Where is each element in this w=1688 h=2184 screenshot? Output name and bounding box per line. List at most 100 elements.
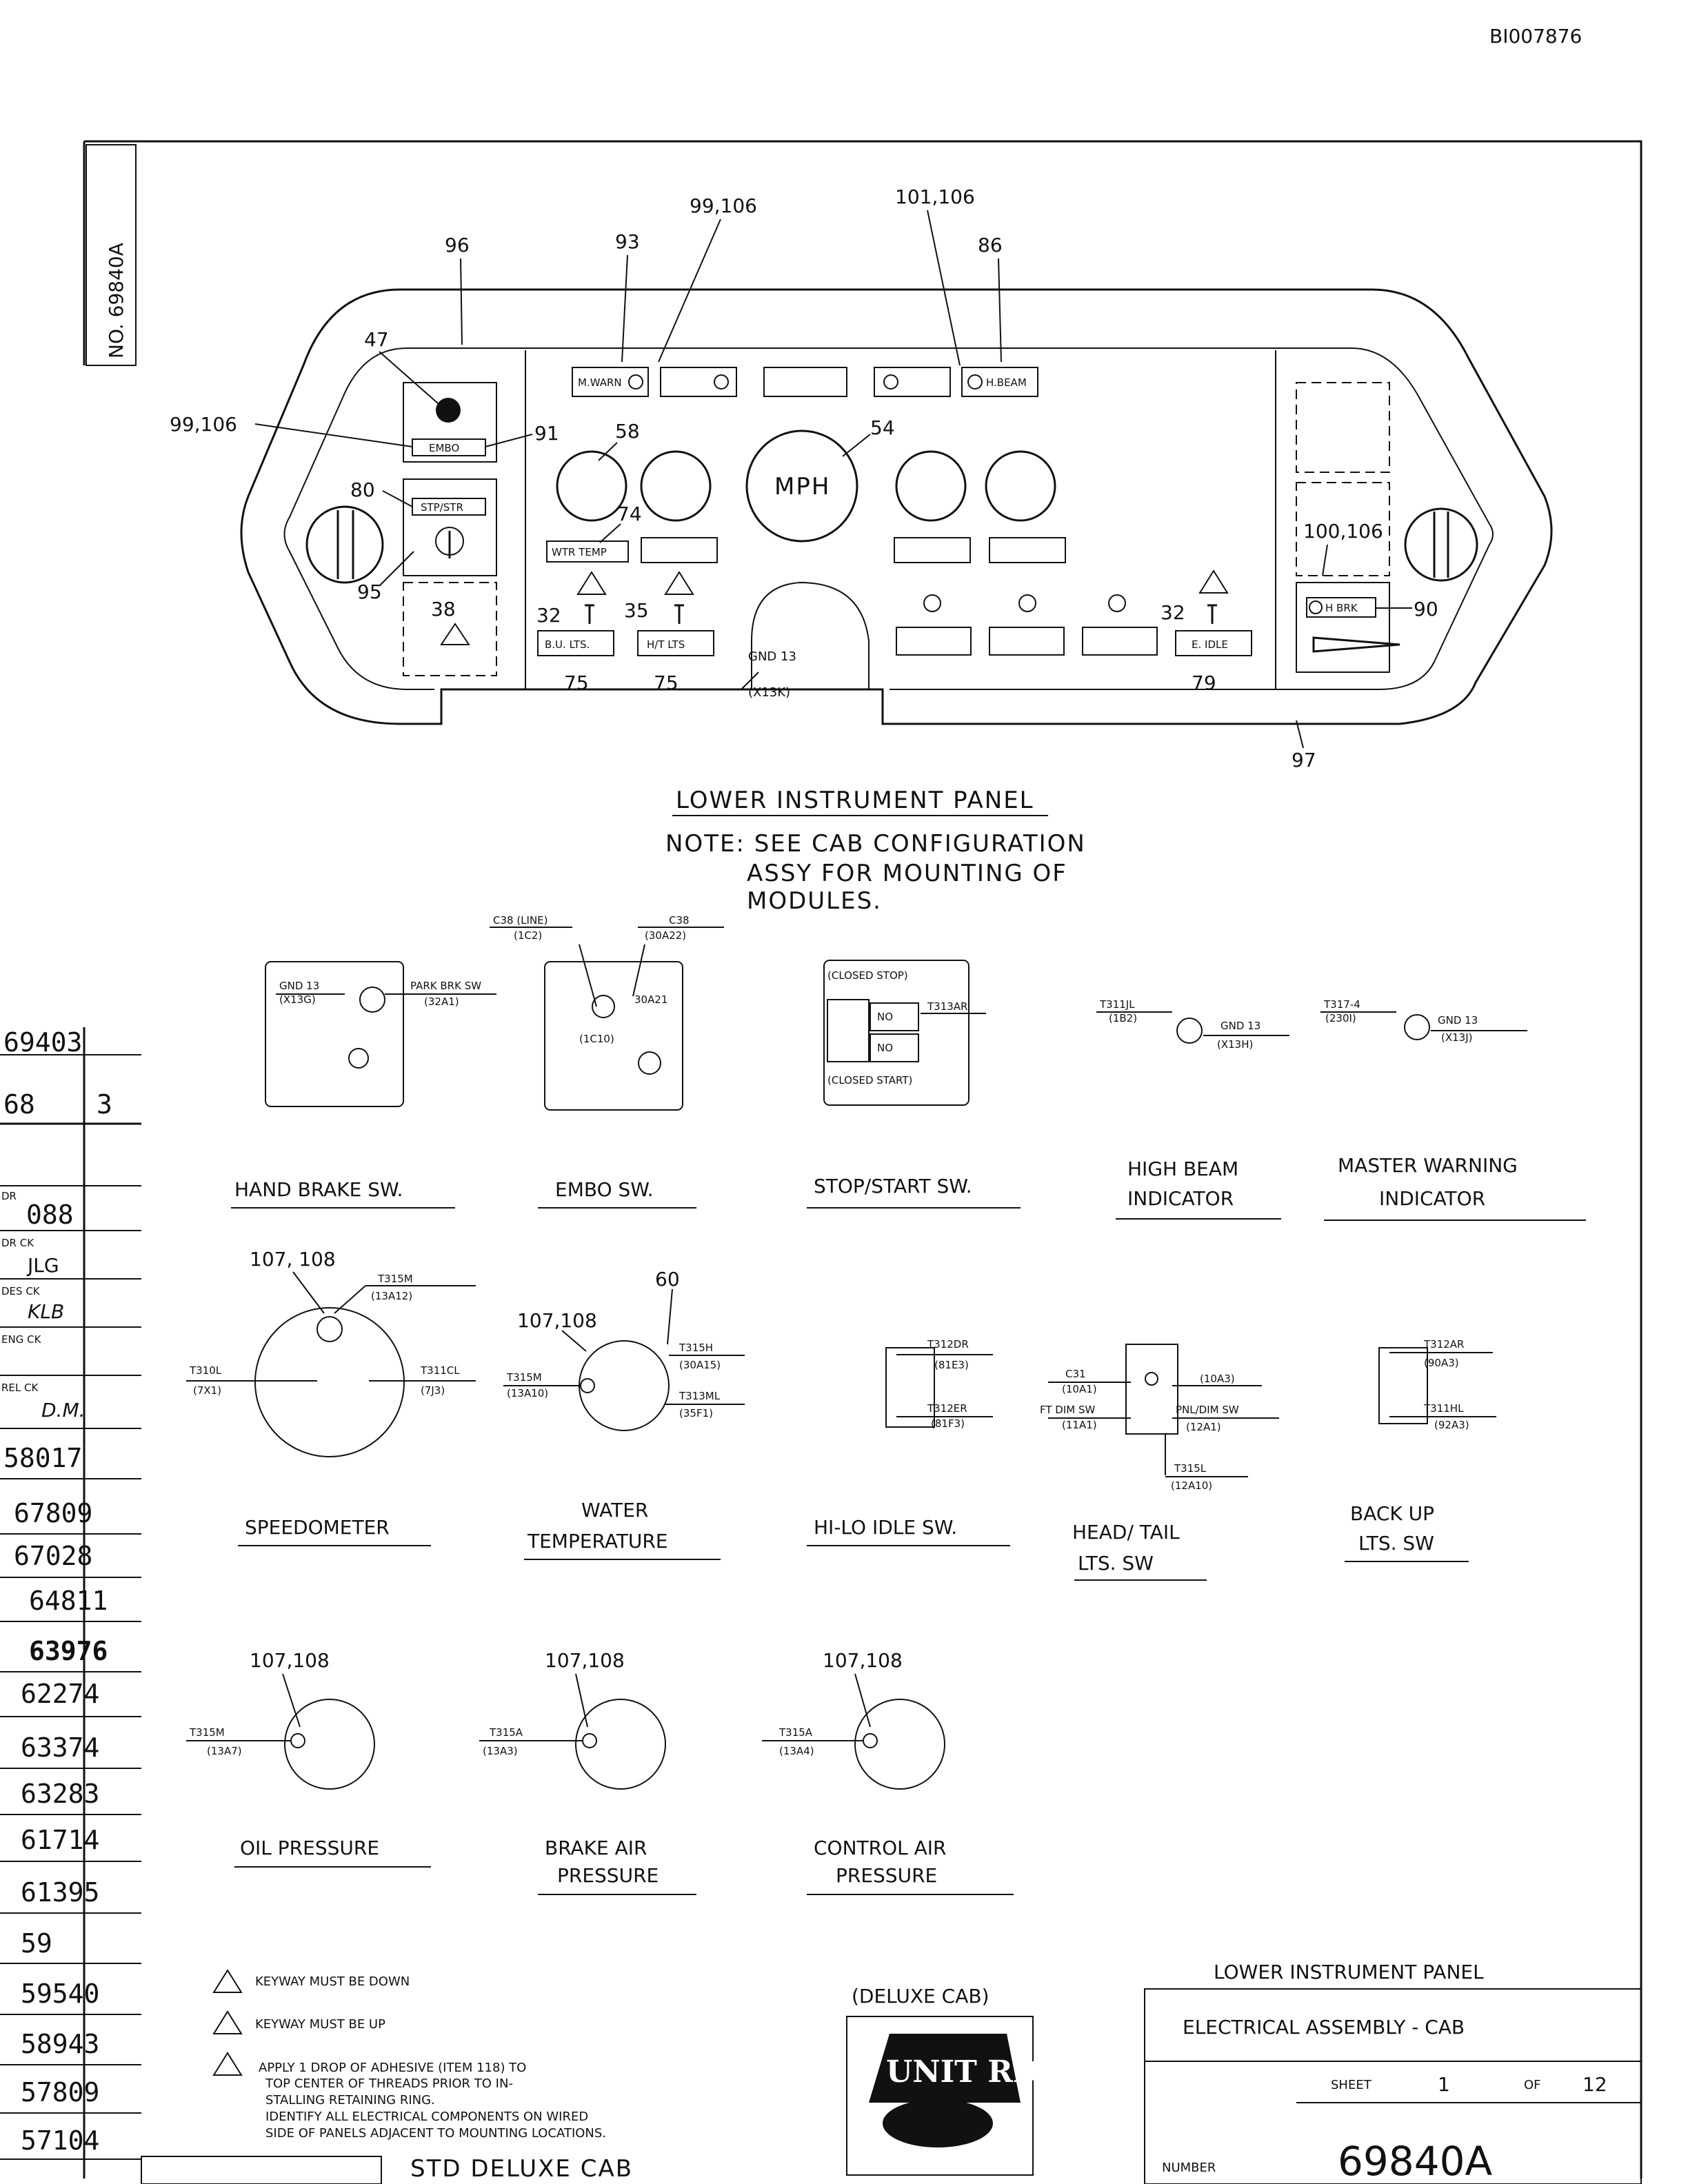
panel-title: LOWER INSTRUMENT PANEL <box>676 787 1034 814</box>
callout-93: 93 <box>615 230 640 253</box>
svg-text:107,108: 107,108 <box>517 1309 597 1332</box>
sheet-label: SHEET <box>1331 2078 1372 2092</box>
stpstr-module <box>403 478 497 576</box>
gauge-1 <box>556 450 627 522</box>
svg-text:(10A3): (10A3) <box>1200 1373 1235 1385</box>
svg-text:(12A10): (12A10) <box>1171 1479 1212 1492</box>
top-switch-4 <box>874 367 951 397</box>
mph-label: MPH <box>774 473 830 501</box>
oil-pressure-label: OIL PRESSURE <box>240 1837 379 1859</box>
svg-text:(92A3): (92A3) <box>1434 1419 1469 1431</box>
callout-99-106-left: 99,106 <box>170 413 237 436</box>
svg-text:57104: 57104 <box>21 2125 99 2156</box>
title-block-title: LOWER INSTRUMENT PANEL <box>1214 1961 1484 1983</box>
mwarn-switch <box>572 367 649 397</box>
svg-text:T311CL: T311CL <box>420 1364 460 1377</box>
svg-text:PNL/DIM SW: PNL/DIM SW <box>1176 1404 1239 1416</box>
head-tail-label-2: LTS. SW <box>1078 1552 1154 1575</box>
svg-text:107,108: 107,108 <box>250 1649 330 1672</box>
callout-75-b: 75 <box>654 671 679 694</box>
svg-text:(CLOSED STOP): (CLOSED STOP) <box>827 969 908 982</box>
svg-text:(35F1): (35F1) <box>679 1407 713 1419</box>
svg-text:59: 59 <box>21 1928 52 1959</box>
svg-text:T315M: T315M <box>189 1726 225 1739</box>
blank-module-right-2 <box>1296 482 1390 576</box>
side-number-box <box>86 144 137 366</box>
callout-80: 80 <box>350 478 375 501</box>
bottom-left-box <box>141 2156 382 2184</box>
callout-32-b: 32 <box>1160 601 1185 624</box>
callout-91: 91 <box>534 422 559 445</box>
sheet-total: 12 <box>1582 2073 1607 2096</box>
callout-54: 54 <box>870 416 895 439</box>
gauge-4 <box>985 450 1056 522</box>
callout-35: 35 <box>624 599 649 622</box>
svg-text:GND 13: GND 13 <box>1220 1020 1260 1032</box>
callout-86: 86 <box>978 234 1003 256</box>
left-knob <box>305 505 384 584</box>
control-air-label-2: PRESSURE <box>836 1864 937 1887</box>
master-warning-label-1: MASTER WARNING <box>1338 1154 1518 1177</box>
svg-text:(1C2): (1C2) <box>514 929 542 942</box>
svg-text:(10A1): (10A1) <box>1062 1383 1097 1395</box>
svg-text:C38 (LINE): C38 (LINE) <box>493 914 548 927</box>
blank-label-3 <box>989 537 1066 563</box>
eidle-label-text: E. IDLE <box>1192 638 1228 651</box>
note-3-line-2: TOP CENTER OF THREADS PRIOR TO IN- <box>265 2076 513 2091</box>
svg-text:(81E3): (81E3) <box>934 1359 969 1371</box>
svg-text:C31: C31 <box>1065 1368 1086 1380</box>
callout-96: 96 <box>445 234 470 256</box>
note-3-line-5: SIDE OF PANELS ADJACENT TO MOUNTING LOCA… <box>265 2126 606 2141</box>
svg-text:(230I): (230I) <box>1325 1012 1356 1024</box>
svg-text:FT DIM SW: FT DIM SW <box>1040 1404 1096 1416</box>
svg-text:T315M: T315M <box>377 1273 413 1285</box>
embo-label-text: EMBO <box>429 442 459 454</box>
brake-air-label-1: BRAKE AIR <box>545 1837 647 1859</box>
svg-text:(X13H): (X13H) <box>1217 1038 1253 1051</box>
note-2-triangle <box>1198 569 1229 594</box>
callout-97: 97 <box>1292 749 1316 771</box>
svg-text:KLB: KLB <box>28 1300 64 1323</box>
hbeam-switch <box>961 367 1038 397</box>
svg-text:61395: 61395 <box>21 1877 99 1908</box>
panel-inner-outline <box>407 347 1494 690</box>
blank-module-left <box>403 582 497 676</box>
note-2-symbol <box>212 2010 243 2034</box>
svg-text:(X13J): (X13J) <box>1441 1031 1473 1044</box>
svg-text:ENG CK: ENG CK <box>1 1333 42 1346</box>
speedometer-label: SPEEDOMETER <box>245 1516 390 1539</box>
svg-text:61714: 61714 <box>21 1825 99 1855</box>
note-line-1: NOTE: SEE CAB CONFIGURATION <box>665 830 1086 858</box>
water-temp-label-1: WATER <box>581 1499 648 1521</box>
svg-text:GND 13: GND 13 <box>1438 1014 1478 1027</box>
blank-module-right-1 <box>1296 382 1390 473</box>
svg-text:T312ER: T312ER <box>927 1402 967 1415</box>
control-air-schematic: 107,108 T315A (13A4) CONTROL AIR PRESSUR… <box>762 1649 1014 1895</box>
logo-lettering: UNIT RIG <box>886 2054 1053 2090</box>
unit-rig-logo: UNIT RIG <box>846 2016 1053 2176</box>
drawing-number: 69840A <box>1338 2138 1493 2184</box>
callout-95: 95 <box>357 580 382 603</box>
svg-text:(X13G): (X13G) <box>279 993 316 1006</box>
gnd-13-ref: (X13K) <box>748 685 790 700</box>
svg-text:T310L: T310L <box>189 1364 222 1377</box>
gauge-3 <box>895 450 967 522</box>
note-1-text: KEYWAY MUST BE DOWN <box>255 1974 410 1989</box>
svg-text:T317-4: T317-4 <box>1323 998 1360 1011</box>
svg-text:(13A12): (13A12) <box>371 1290 412 1302</box>
svg-text:59540: 59540 <box>21 1979 99 2009</box>
stpstr-label-text: STP/STR <box>421 501 463 514</box>
hand-brake-schematic: GND 13 (X13G) PARK BRK SW (32A1) HAND BR… <box>231 961 496 1209</box>
indicator-lamp-47 <box>436 398 461 423</box>
svg-text:DR: DR <box>1 1190 17 1202</box>
panel-cutout <box>751 581 870 689</box>
high-beam-label-1: HIGH BEAM <box>1127 1157 1238 1180</box>
svg-text:T315A: T315A <box>489 1726 523 1739</box>
toggle-35 <box>674 604 684 624</box>
svg-text:D.M.: D.M. <box>41 1399 86 1422</box>
svg-text:DR CK: DR CK <box>1 1237 34 1249</box>
brake-air-schematic: 107,108 T315A (13A3) BRAKE AIR PRESSURE <box>479 1649 696 1895</box>
lower-instrument-panel: EMBO STP/STR M.WARN H.BEAM MPH WTR TEMP <box>170 185 1553 771</box>
deluxe-cab-label: (DELUXE CAB) <box>852 1985 989 2008</box>
hand-brake-label: HAND BRAKE SW. <box>234 1178 403 1201</box>
